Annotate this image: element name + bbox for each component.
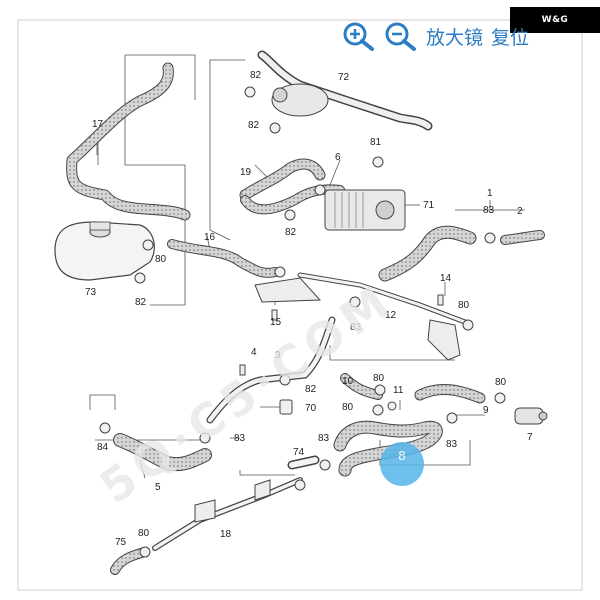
part-label-19: 19: [240, 167, 252, 178]
zoom-in-button[interactable]: [340, 20, 378, 52]
clamp: [372, 404, 384, 416]
clamp: [462, 319, 474, 331]
clamp: [494, 392, 506, 404]
part-label-17: 17: [92, 119, 104, 130]
part-label-3: 3: [275, 350, 281, 361]
part-label-4: 4: [251, 347, 257, 358]
brackets: [194, 277, 461, 523]
leader-lines: [89, 54, 525, 479]
part-label-72: 72: [338, 72, 350, 83]
clamp: [279, 374, 291, 386]
clamp: [142, 239, 154, 251]
thermostat-housing: [271, 83, 329, 117]
clamp: [387, 401, 397, 411]
part-label-80d: 80: [342, 402, 354, 413]
clamp: [372, 156, 384, 168]
bracket-18: [194, 499, 216, 523]
part-label-11: 11: [393, 385, 404, 396]
part-label-10: 10: [342, 376, 354, 387]
sleeve-70: [279, 399, 293, 415]
part-label-5: 5: [155, 482, 161, 493]
part-label-14: 14: [440, 273, 452, 284]
part-label-16: 16: [204, 232, 216, 243]
clamp: [446, 412, 458, 424]
diagram-border: [17, 19, 583, 591]
part-label-18: 18: [220, 529, 232, 540]
clamp: [199, 432, 211, 444]
part-label-73: 73: [85, 287, 97, 298]
clamps: [99, 86, 506, 558]
part-label-80a: 80: [155, 254, 167, 265]
clamp: [284, 209, 296, 221]
brand-logo: W&G: [510, 7, 600, 33]
part-label-70: 70: [305, 403, 317, 414]
bracket-12: [427, 319, 461, 361]
hoses: [66, 62, 545, 575]
rigid-pipes: [152, 50, 468, 551]
part-label-9: 9: [483, 405, 489, 416]
clamp: [244, 86, 256, 98]
clamp: [99, 422, 111, 434]
expansion-tank-73: [54, 221, 155, 281]
part-label-82e: 82: [305, 384, 317, 395]
part-label-80f: 80: [138, 528, 150, 539]
oil-cooler-71: [324, 189, 406, 231]
zoom-out-button[interactable]: [382, 20, 420, 52]
reset-button[interactable]: 复位: [491, 26, 530, 49]
part-label-80e: 80: [495, 377, 507, 388]
part-label-82b: 82: [248, 120, 260, 131]
clamp: [274, 266, 286, 278]
highlight-callout-8[interactable]: 8: [380, 442, 424, 486]
zoom-in-icon: [343, 22, 374, 51]
part-label-12: 12: [385, 310, 397, 321]
part-label-83e: 83: [446, 439, 458, 450]
part-label-75: 75: [115, 537, 127, 548]
screw: [271, 309, 278, 321]
part-label-15: 15: [270, 317, 282, 328]
clamp: [484, 232, 496, 244]
clamp: [374, 384, 386, 396]
clamp: [314, 184, 326, 196]
clamp: [269, 122, 281, 134]
part-label-82c: 82: [285, 227, 297, 238]
connector-7: [514, 407, 548, 425]
part-label-82d: 82: [135, 297, 147, 308]
part-label-71: 71: [423, 200, 435, 211]
part-label-83d: 83: [318, 433, 330, 444]
zoom-out-icon: [385, 22, 416, 51]
part-label-81: 81: [370, 137, 382, 148]
part-label-80b: 80: [458, 300, 470, 311]
part-label-84: 84: [97, 442, 109, 453]
part-label-1: 1: [487, 188, 493, 199]
part-label-6: 6: [335, 152, 341, 163]
clamp: [134, 272, 146, 284]
clamp: [294, 479, 306, 491]
screw: [239, 364, 246, 376]
diagram-toolbar: 放大镜 复位: [340, 20, 531, 52]
clamp: [319, 459, 331, 471]
part-label-83b: 83: [350, 322, 362, 333]
part-label-2: 2: [517, 206, 523, 217]
part-label-80c: 80: [373, 373, 385, 384]
clamp: [349, 296, 361, 308]
part-label-83a: 83: [483, 205, 495, 216]
part-label-7: 7: [527, 432, 533, 443]
part-label-83c: 83: [234, 433, 246, 444]
clamp: [139, 546, 151, 558]
bracket-15: [254, 277, 322, 303]
part-label-74: 74: [293, 447, 305, 458]
part-label-82a: 82: [250, 70, 262, 81]
screw: [437, 294, 444, 306]
part-labels: 1 2 3 4 5 6 7 9 10 11 12 14 15 16 17 18 …: [85, 70, 533, 548]
magnifier-button[interactable]: 放大镜: [426, 26, 484, 49]
